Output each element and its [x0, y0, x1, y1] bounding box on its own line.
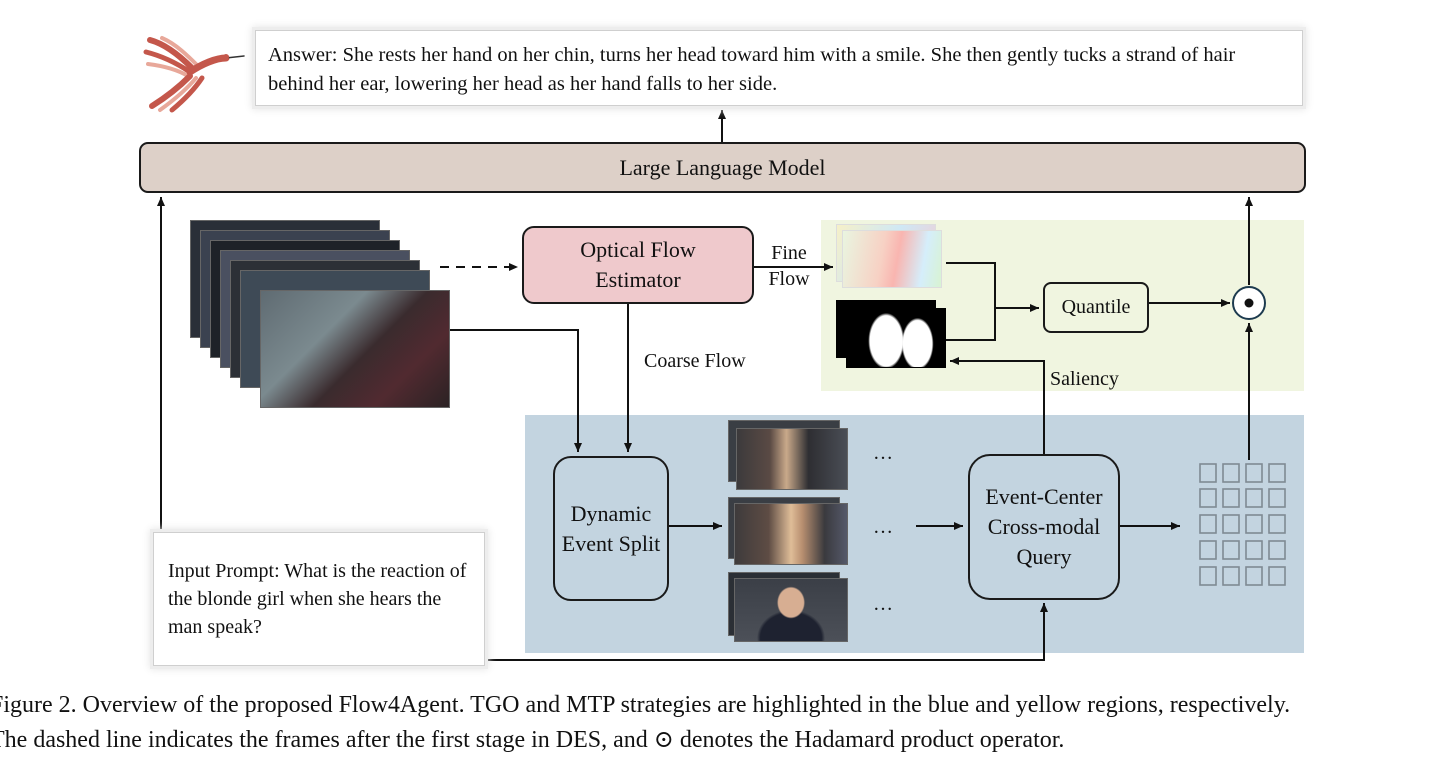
coarse-flow-label: Coarse Flow	[644, 350, 746, 372]
visual-token-grid	[1199, 463, 1286, 586]
quantile-label: Quantile	[1061, 296, 1131, 318]
saliency-mask-images	[836, 300, 948, 370]
llm-label: Large Language Model	[619, 154, 826, 180]
quantile-block: Quantile	[1043, 282, 1149, 333]
ellipsis-2: …	[873, 516, 893, 538]
event-frames-2	[728, 497, 852, 569]
des-label: Dynamic Event Split	[561, 500, 661, 556]
ecq-label: Event-Center Cross-modal Query	[985, 484, 1103, 569]
caption-line-1: Figure 2. Overview of the proposed Flow4…	[0, 692, 1291, 718]
large-language-model-block: Large Language Model	[139, 142, 1306, 193]
optical-flow-label: Optical Flow Estimator	[580, 237, 696, 292]
saliency-label: Saliency	[1050, 368, 1119, 390]
arrow-frames-to-des	[450, 329, 582, 452]
answer-text: Answer: She rests her hand on her chin, …	[268, 44, 1236, 95]
arrow-prompt-to-ecq	[487, 603, 1048, 661]
bird-logo-icon	[143, 36, 245, 113]
figure-caption: Figure 2. Overview of the proposed Flow4…	[0, 688, 1456, 758]
line-flow-to-quantile	[946, 262, 996, 341]
event-frames-1	[728, 420, 852, 494]
dynamic-event-split-block: Dynamic Event Split	[553, 456, 669, 601]
answer-box: Answer: She rests her hand on her chin, …	[255, 30, 1303, 106]
prompt-text: Input Prompt: What is the reaction of th…	[168, 560, 467, 638]
optical-flow-images	[836, 224, 948, 294]
ellipsis-1: …	[873, 442, 893, 464]
ellipsis-3: …	[873, 593, 893, 615]
fine-flow-label: Fine Flow	[768, 242, 810, 290]
event-frames-3	[728, 572, 852, 646]
input-video-frames	[190, 220, 452, 412]
caption-line-2: The dashed line indicates the frames aft…	[0, 727, 1065, 753]
optical-flow-estimator-block: Optical Flow Estimator	[522, 226, 754, 304]
arrow-saliency	[950, 357, 1045, 454]
event-center-query-block: Event-Center Cross-modal Query	[968, 454, 1120, 600]
tgo-blue-region	[525, 415, 1304, 653]
video-frame-front	[260, 290, 450, 408]
input-prompt-box: Input Prompt: What is the reaction of th…	[153, 532, 485, 666]
